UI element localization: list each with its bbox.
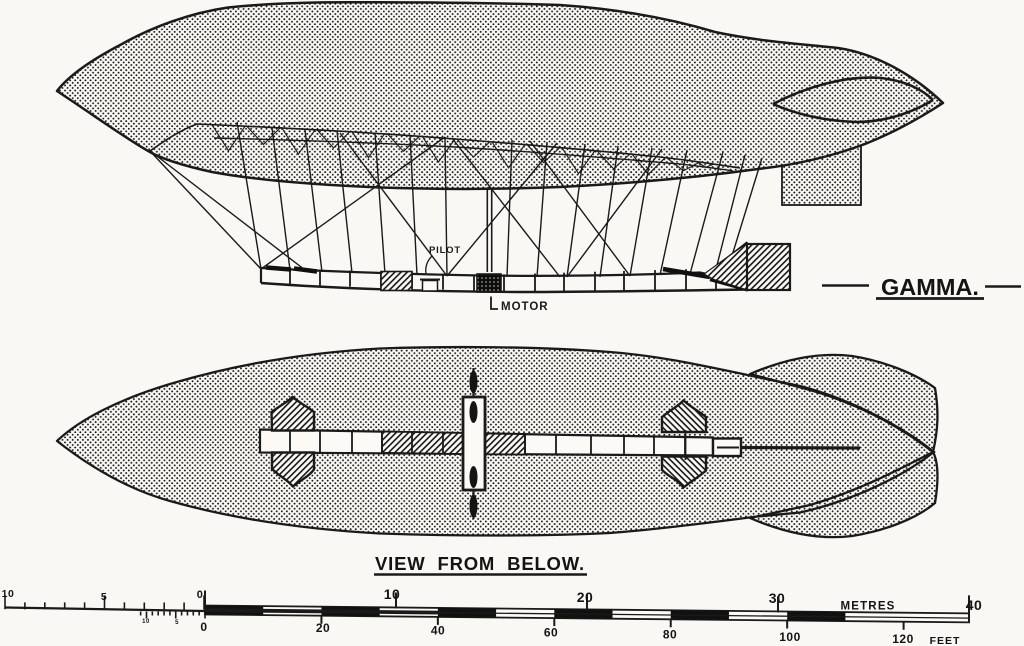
svg-text:0: 0 <box>200 620 207 634</box>
svg-text:METRES: METRES <box>840 601 895 613</box>
svg-text:20: 20 <box>316 621 330 635</box>
svg-text:20: 20 <box>577 589 594 605</box>
svg-text:100: 100 <box>779 630 801 644</box>
svg-text:60: 60 <box>544 626 558 640</box>
svg-text:MOTOR: MOTOR <box>501 301 549 313</box>
svg-text:40: 40 <box>431 624 445 638</box>
svg-text:GAMMA.: GAMMA. <box>881 274 979 300</box>
svg-text:PILOT: PILOT <box>429 245 461 256</box>
svg-text:5: 5 <box>101 591 107 603</box>
svg-text:80: 80 <box>663 628 677 642</box>
svg-text:40: 40 <box>966 597 983 613</box>
svg-text:30: 30 <box>769 590 786 606</box>
svg-text:120: 120 <box>892 632 914 646</box>
svg-text:10: 10 <box>142 619 150 625</box>
svg-text:0: 0 <box>197 589 204 601</box>
svg-text:10: 10 <box>2 588 15 600</box>
svg-text:10: 10 <box>384 586 401 602</box>
svg-text:FEET: FEET <box>930 635 961 646</box>
svg-text:5: 5 <box>175 620 179 626</box>
